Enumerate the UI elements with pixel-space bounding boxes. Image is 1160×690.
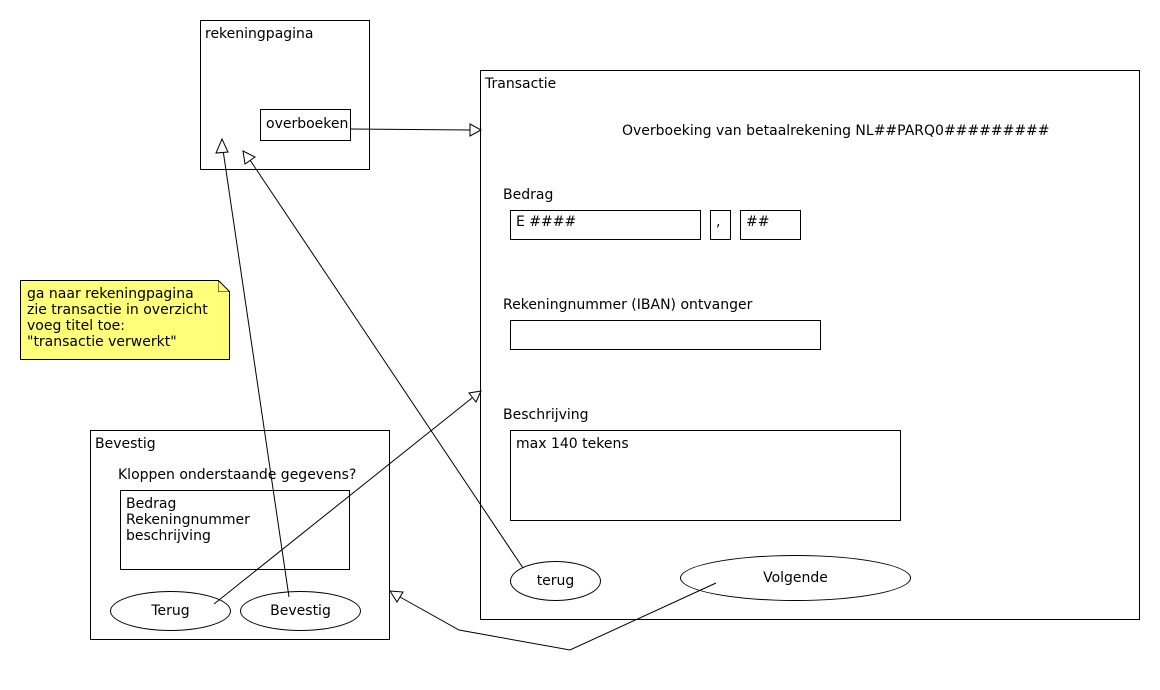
rekeningpagina-title: rekeningpagina xyxy=(205,26,314,42)
note: ga naar rekeningpagina zie transactie in… xyxy=(20,280,230,360)
volgende-button[interactable]: Volgende xyxy=(680,555,911,601)
note-line-2: zie transactie in overzicht xyxy=(27,302,208,318)
transactie-title: Transactie xyxy=(485,76,557,92)
bevestig-frame: Bevestig Kloppen onderstaande gegevens? … xyxy=(90,430,390,640)
beschrijving-label: Beschrijving xyxy=(503,407,589,423)
note-line-4: "transactie verwerkt" xyxy=(27,334,177,350)
bedrag-separator: , xyxy=(710,210,731,240)
bevestig-title: Bevestig xyxy=(95,436,156,452)
note-line-1: ga naar rekeningpagina xyxy=(27,286,194,302)
transactie-frame: Transactie Overboeking van betaalrekenin… xyxy=(480,70,1140,620)
iban-input[interactable] xyxy=(510,320,821,350)
summary-beschrijving: beschrijving xyxy=(126,528,211,544)
note-line-3: voeg titel toe: xyxy=(27,318,126,334)
transactie-heading: Overboeking van betaalrekening NL##PARQ0… xyxy=(622,123,1050,139)
bedrag-euros-input[interactable]: E #### xyxy=(510,210,701,240)
bedrag-cents-input[interactable]: ## xyxy=(740,210,801,240)
bevestig-button[interactable]: Bevestig xyxy=(240,591,361,631)
summary-box: Bedrag Rekeningnummer beschrijving xyxy=(120,490,350,570)
bevestig-terug-button[interactable]: Terug xyxy=(110,591,231,631)
iban-label: Rekeningnummer (IBAN) ontvanger xyxy=(503,297,753,313)
bedrag-label: Bedrag xyxy=(503,187,554,203)
transactie-terug-button[interactable]: terug xyxy=(510,561,601,601)
summary-rekeningnummer: Rekeningnummer xyxy=(126,512,250,528)
beschrijving-input[interactable]: max 140 tekens xyxy=(510,430,901,521)
summary-bedrag: Bedrag xyxy=(126,496,177,512)
arrowhead-bevestig-icon xyxy=(389,590,404,603)
bevestig-question: Kloppen onderstaande gegevens? xyxy=(118,467,357,483)
rekeningpagina-frame: rekeningpagina overboeken xyxy=(200,20,370,170)
note-fold-icon xyxy=(218,280,230,292)
overboeken-button[interactable]: overboeken xyxy=(260,109,351,141)
